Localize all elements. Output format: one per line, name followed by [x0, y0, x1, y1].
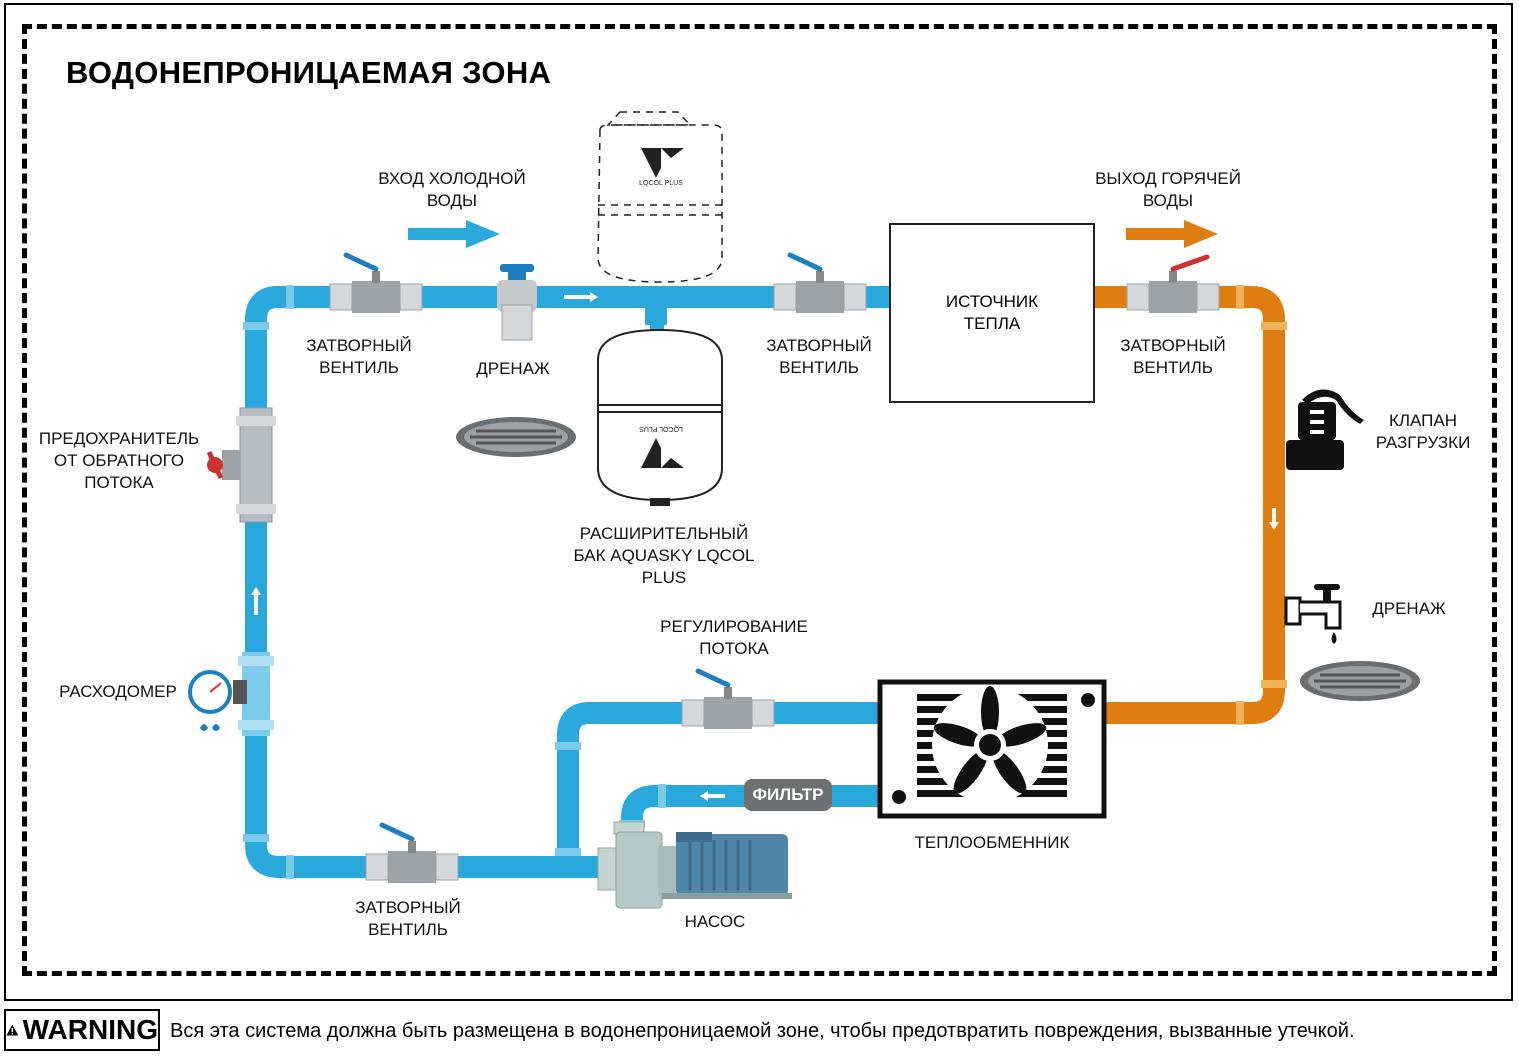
- waterproof-zone-border: [22, 24, 1497, 976]
- heat-exchanger: [877, 679, 1107, 819]
- shutoff-valve-2-label: ЗАТВОРНЫЙ ВЕНТИЛЬ: [766, 336, 872, 377]
- cold-water-inlet-label: ВХОД ХОЛОДНОЙ ВОДЫ: [378, 169, 526, 210]
- drain-faucet-icon[interactable]: [1284, 584, 1342, 644]
- hot-pipe-joints: [1236, 285, 1287, 725]
- shutoff-valve-2[interactable]: [774, 255, 866, 313]
- floor-drain-left: [454, 415, 578, 459]
- heat-exchanger-label: ТЕПЛООБМЕННИК: [914, 833, 1070, 852]
- hot-pipe: [1095, 286, 1285, 724]
- shutoff-valve-4-label: ЗАТВОРНЫЙ ВЕНТИЛЬ: [355, 898, 461, 939]
- expansion-tank-label: РАСШИРИТЕЛЬНЫЙ БАК AQUASKY LQCOL PLUS: [573, 524, 755, 587]
- filter-box: ФИЛЬТР: [744, 779, 832, 811]
- shutoff-valve-3[interactable]: [1127, 257, 1219, 313]
- outer-frame: [4, 3, 1513, 1001]
- tank-brand-top: LQCOL PLUS: [639, 180, 683, 187]
- floor-drain-right: [1298, 659, 1422, 703]
- relief-valve-label: КЛАПАН РАЗГРУЗКИ: [1375, 411, 1471, 452]
- relief-valve-icon: [1286, 389, 1364, 470]
- flowmeter-label: РАСХОДОМЕР: [59, 682, 177, 701]
- shutoff-valve-4[interactable]: [366, 825, 458, 883]
- flow-control-label: РЕГУЛИРОВАНИЕ ПОТОКА: [660, 617, 808, 658]
- hot-outflow-arrow: [1126, 220, 1218, 248]
- cold-inflow-arrow: [408, 220, 500, 248]
- gauge-icon: [188, 670, 232, 731]
- drain-left-label: ДРЕНАЖ: [476, 359, 550, 378]
- hot-water-outlet-label: ВЫХОД ГОРЯЧЕЙ ВОДЫ: [1095, 169, 1241, 210]
- pipe-flow-arrows: [251, 292, 1279, 801]
- backflow-preventer-label: ПРЕДОХРАНИТЕЛЬ ОТ ОБРАТНОГО ПОТОКА: [38, 429, 200, 492]
- warning-text: Вся эта система должна быть размещена в …: [170, 1020, 1355, 1042]
- shutoff-valve-1[interactable]: [330, 255, 422, 313]
- heat-source-box: ИСТОЧНИК ТЕПЛА: [889, 223, 1095, 403]
- warning-triangle-icon: [6, 1024, 19, 1036]
- backflow-preventer: [222, 407, 276, 523]
- tank-brand-bottom: LQCOL PLUS: [639, 425, 683, 432]
- flowmeter: [233, 652, 274, 736]
- tank-logo-top: [641, 148, 684, 178]
- cold-pipe: [245, 286, 893, 878]
- pump-icon: [597, 821, 792, 909]
- drain-right-label: ДРЕНАЖ: [1372, 599, 1446, 618]
- shutoff-valve-1-label: ЗАТВОРНЫЙ ВЕНТИЛЬ: [306, 336, 412, 377]
- backflow-handle-icon[interactable]: [206, 450, 224, 480]
- drain-valve-left[interactable]: [497, 264, 537, 341]
- zone-title: ВОДОНЕПРОНИЦАЕМАЯ ЗОНА: [66, 55, 552, 90]
- pump-label: НАСОС: [684, 912, 746, 931]
- shutoff-valve-3-label: ЗАТВОРНЫЙ ВЕНТИЛЬ: [1120, 336, 1226, 377]
- flow-control-valve[interactable]: [682, 671, 774, 729]
- tank-outline-top: [597, 111, 723, 283]
- expansion-tank: [597, 310, 723, 506]
- warning-badge: WARNING: [4, 1009, 160, 1051]
- warning-badge-text: WARNING: [22, 1014, 158, 1045]
